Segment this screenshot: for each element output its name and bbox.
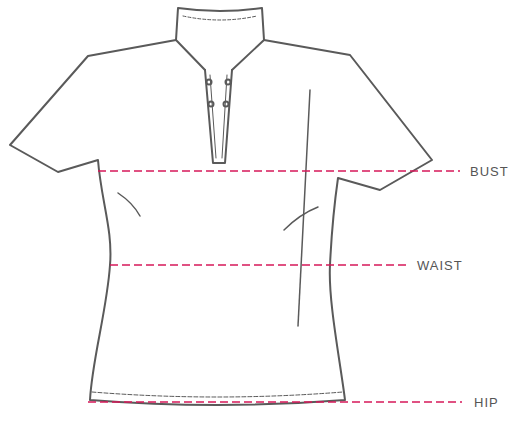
button [209, 102, 214, 107]
placket [205, 70, 232, 163]
shirt-body [10, 40, 432, 405]
measure-label: BUST [469, 164, 510, 179]
bust-measure-line [98, 170, 460, 172]
collar-stitch [183, 16, 257, 20]
placket-inner [210, 75, 227, 158]
measure-label: WAIST [416, 258, 464, 273]
button [224, 102, 229, 107]
bust-dart [118, 193, 140, 216]
bust-dart [284, 207, 318, 230]
measure-label: HIP [473, 395, 500, 410]
collar-neck [176, 8, 264, 70]
fold-line [298, 90, 310, 326]
hem-stitch [92, 392, 343, 397]
button [226, 80, 231, 85]
hip-measure-line [88, 401, 462, 403]
waist-measure-line [110, 264, 408, 266]
button [207, 80, 212, 85]
